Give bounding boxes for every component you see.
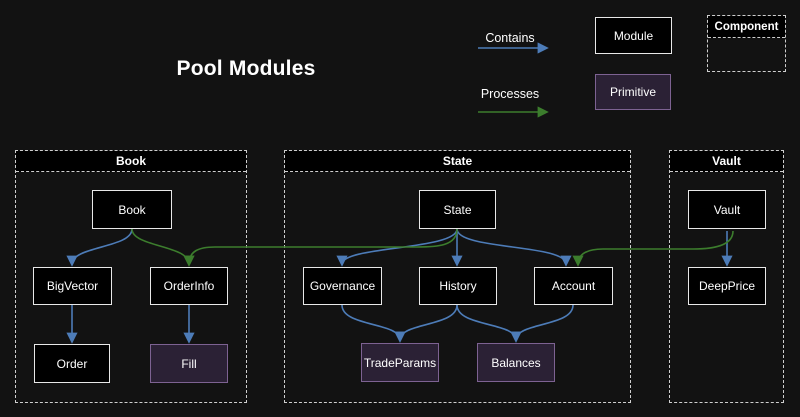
legend-module-box: Module (595, 17, 672, 54)
node-order: Order (34, 344, 110, 383)
node-bigvector: BigVector (33, 267, 112, 305)
node-vault: Vault (688, 190, 766, 229)
container-state: State (284, 150, 631, 403)
legend-component-box: Component (707, 15, 786, 72)
node-history: History (419, 267, 497, 305)
node-fill: Fill (150, 344, 228, 383)
container-vault-header: Vault (670, 151, 783, 172)
node-orderinfo: OrderInfo (150, 267, 228, 305)
container-book-header: Book (16, 151, 246, 172)
container-state-header: State (285, 151, 630, 172)
node-book: Book (92, 190, 172, 229)
node-deepprice: DeepPrice (688, 267, 766, 305)
node-state: State (419, 190, 496, 229)
page-title: Pool Modules (176, 57, 316, 80)
container-book: Book (15, 150, 247, 403)
node-balances: Balances (477, 343, 555, 382)
legend-contains-label: Contains (485, 31, 535, 45)
legend-processes-label: Processes (480, 87, 540, 101)
legend-component-label: Component (708, 16, 785, 38)
node-account: Account (534, 267, 613, 305)
container-vault: Vault (669, 150, 784, 403)
node-tradeparams: TradeParams (361, 343, 439, 382)
legend-primitive-box: Primitive (595, 74, 671, 110)
node-governance: Governance (303, 267, 382, 305)
